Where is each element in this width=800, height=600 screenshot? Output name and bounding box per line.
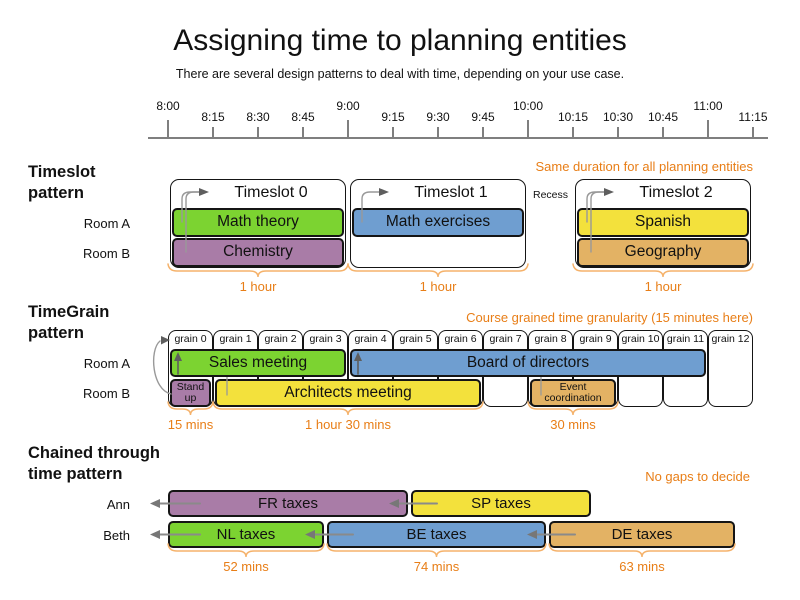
task-bar: NL taxes xyxy=(168,521,324,548)
grain-label: grain 2 xyxy=(264,333,297,345)
tick-label: 8:00 xyxy=(156,99,180,113)
minor-tick xyxy=(437,127,439,138)
recess-label: Recess xyxy=(532,189,568,201)
lesson-bar: Math exercises xyxy=(352,208,524,237)
header-line: TimeGrain xyxy=(28,303,110,321)
row-label-room-b: Room B xyxy=(83,386,130,401)
major-tick xyxy=(527,120,529,138)
grain-label: grain 12 xyxy=(711,333,750,345)
header-line: pattern xyxy=(28,184,84,202)
tick-label: 10:45 xyxy=(647,110,679,124)
tick-label: 11:15 xyxy=(738,110,768,124)
tick-label: 9:15 xyxy=(381,110,405,124)
tick-label: 8:45 xyxy=(291,110,315,124)
minor-tick xyxy=(662,127,664,138)
grain-label: grain 6 xyxy=(444,333,477,345)
row-label-room-a: Room A xyxy=(83,356,130,371)
header-line: time pattern xyxy=(28,465,123,483)
meeting-bar: Event coordination xyxy=(530,379,616,407)
grain-label: grain 4 xyxy=(354,333,387,345)
duration-label: 30 mins xyxy=(550,417,596,432)
timeslot-label: Timeslot 1 xyxy=(414,184,488,201)
task-bar: DE taxes xyxy=(549,521,735,548)
meeting-bar: Board of directors xyxy=(350,349,706,377)
duration-label: 1 hour xyxy=(419,279,457,294)
grain-label: grain 8 xyxy=(534,333,567,345)
task-bar: SP taxes xyxy=(411,490,591,517)
lesson-bar: Spanish xyxy=(577,208,749,237)
section-header-chained: Chained through time pattern xyxy=(28,443,160,485)
annotation-time-granularity: Course grained time granularity (15 minu… xyxy=(466,310,753,325)
chain-previous-arrow-icon xyxy=(150,499,160,508)
task-bar: BE taxes xyxy=(327,521,546,548)
duration-label: 74 mins xyxy=(413,559,460,574)
time-axis-line xyxy=(148,137,768,139)
header-line: Timeslot xyxy=(28,163,96,181)
meeting-bar: Architects meeting xyxy=(215,379,481,407)
minor-tick xyxy=(257,127,259,138)
row-label-beth: Beth xyxy=(103,528,130,543)
row-label-ann: Ann xyxy=(106,497,130,512)
header-line: pattern xyxy=(28,324,84,342)
tick-label: 10:00 xyxy=(512,99,544,113)
duration-label: 1 hour xyxy=(644,279,682,294)
annotation-no-gaps: No gaps to decide xyxy=(645,469,750,484)
minor-tick xyxy=(302,127,304,138)
timeslot-label: Timeslot 2 xyxy=(639,184,713,201)
minor-tick xyxy=(752,127,754,138)
duration-label: 1 hour 30 mins xyxy=(305,417,391,432)
tick-label: 8:30 xyxy=(246,110,270,124)
minor-tick xyxy=(482,127,484,138)
meeting-bar: Sales meeting xyxy=(170,349,346,377)
section-header-timegrain: TimeGrain pattern xyxy=(28,302,109,344)
grain-label: grain 10 xyxy=(621,333,660,345)
tick-label: 9:30 xyxy=(426,110,450,124)
task-bar: FR taxes xyxy=(168,490,408,517)
lesson-bar: Math theory xyxy=(172,208,344,237)
tick-label: 8:15 xyxy=(201,110,225,124)
tick-label: 9:45 xyxy=(471,110,495,124)
major-tick xyxy=(347,120,349,138)
minor-tick xyxy=(572,127,574,138)
annotation-same-duration: Same duration for all planning entities xyxy=(535,159,753,174)
chain-previous-arrow-icon xyxy=(150,530,160,539)
minor-tick xyxy=(392,127,394,138)
major-tick xyxy=(707,120,709,138)
section-header-timeslot: Timeslot pattern xyxy=(28,162,96,204)
grain-box xyxy=(708,330,753,407)
row-label-room-a: Room A xyxy=(83,216,130,231)
timeslot-label: Timeslot 0 xyxy=(234,184,308,201)
tick-label: 11:00 xyxy=(693,99,723,113)
meeting-bar: Stand up xyxy=(170,379,211,407)
page-title: Assigning time to planning entities xyxy=(173,24,627,57)
duration-label: 52 mins xyxy=(223,559,269,574)
grain-label: grain 1 xyxy=(219,333,252,345)
duration-label: 63 mins xyxy=(619,559,665,574)
header-line: Chained through xyxy=(28,444,160,462)
major-tick xyxy=(167,120,169,138)
page-subtitle: There are several design patterns to dea… xyxy=(175,67,625,81)
minor-tick xyxy=(212,127,214,138)
lesson-bar: Geography xyxy=(577,238,749,267)
tick-label: 9:00 xyxy=(336,99,360,113)
grain-label: grain 11 xyxy=(666,333,705,345)
duration-label: 15 mins xyxy=(167,417,214,432)
grain-label: grain 3 xyxy=(309,333,342,345)
tick-label: 10:30 xyxy=(602,110,634,124)
lesson-bar: Chemistry xyxy=(172,238,344,267)
grain-label: grain 9 xyxy=(579,333,612,345)
grain-label: grain 5 xyxy=(399,333,432,345)
grain-label: grain 7 xyxy=(489,333,522,345)
minor-tick xyxy=(617,127,619,138)
grain-label: grain 0 xyxy=(174,333,207,345)
row-label-room-b: Room B xyxy=(83,246,130,261)
tick-label: 10:15 xyxy=(557,110,589,124)
duration-label: 1 hour xyxy=(239,279,277,294)
